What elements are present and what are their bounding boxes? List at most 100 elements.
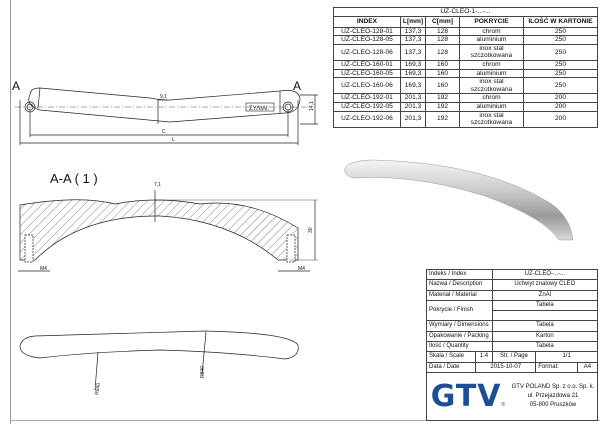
section-title: A-A ( 1 ) <box>50 171 98 186</box>
table-cell: inox stal szczotkowana <box>459 110 524 128</box>
company-city: 05-800 Pruszków <box>529 402 577 409</box>
table-cell: 201,3 <box>400 93 426 103</box>
table-cell: 160 <box>425 59 460 70</box>
table-cell: 250 <box>523 77 598 95</box>
table-cell: 250 <box>523 35 598 45</box>
table-cell: UZ-CLEO-192-01 <box>333 93 401 103</box>
table-cell: 137,3 <box>400 43 426 61</box>
table-cell: 192 <box>425 101 460 112</box>
table-cell: 250 <box>523 43 598 61</box>
scale-label: Skala / Scale <box>425 351 477 363</box>
company-street: ul. Przejazdowa 21 <box>527 392 579 399</box>
name-label: Nazwa / Description <box>426 279 493 291</box>
spec-table-title: UZ-CLEO-1-...-... <box>333 7 598 17</box>
table-cell: 250 <box>523 59 598 70</box>
table-cell: 192 <box>425 110 460 128</box>
gtv-logo: GTV <box>430 378 502 414</box>
company-name: GTV POLAND Sp. z o.o. Sp. k. <box>511 383 595 390</box>
table-cell: UZ-CLEO-160-06 <box>333 77 401 95</box>
table-cell: 201,3 <box>400 110 426 128</box>
format-value: A4 <box>576 361 599 373</box>
col-c: C[mm] <box>425 15 460 28</box>
table-cell: chrom <box>459 93 524 103</box>
table-cell: UZ-CLEO-160-01 <box>333 59 401 70</box>
index-label: Indeks / Index <box>426 268 493 281</box>
table-cell: aluminium <box>459 68 524 79</box>
col-finish: POKRYCIE <box>459 15 524 28</box>
table-cell: 250 <box>523 68 598 79</box>
thread-right: M4 <box>298 266 305 272</box>
dim-total-height: 30 <box>308 227 314 233</box>
radius-1: R840 <box>94 382 102 395</box>
material-label: Materiał / Material <box>426 289 493 301</box>
table-cell: 137,3 <box>400 35 426 45</box>
section-mark-right: A <box>293 79 301 93</box>
col-quantity: ILOŚĆ W KARTONIE <box>523 15 598 28</box>
table-cell: UZ-CLEO-128-01 <box>333 26 401 37</box>
scale-value: 1:4 <box>475 351 493 363</box>
handle-side-view: R840 R840 <box>19 330 299 395</box>
index-value: UZ-CLEO-...-... <box>491 268 599 281</box>
date-value: 2015-10-07 <box>475 361 537 373</box>
table-cell: inox stal szczotkowana <box>459 77 524 95</box>
quantity-label: Ilość / Quantity <box>426 341 493 353</box>
handle-top-view: ΣΥΛΙΑΙ A A 9,1 14,1 C L <box>12 79 318 145</box>
finish-label: Pokrycie / Finish <box>426 299 493 322</box>
table-cell: 160 <box>425 68 460 79</box>
packing-value: Karton <box>491 330 599 343</box>
col-index: INDEX <box>333 15 401 28</box>
page-label: Str. / Page <box>491 351 537 363</box>
dim-height: 14,1 <box>309 101 315 111</box>
svg-text:ΣΥΛΙΑΙ: ΣΥΛΙΑΙ <box>249 106 268 112</box>
handle-product-image <box>344 159 574 241</box>
table-cell: 200 <box>523 93 598 103</box>
table-cell: UZ-CLEO-128-06 <box>333 43 401 61</box>
table-cell: 128 <box>425 35 460 45</box>
table-cell: 169,3 <box>400 68 426 79</box>
radius-2: R840 <box>200 366 206 378</box>
table-cell: 160 <box>425 77 460 95</box>
date-label: Data / Date <box>425 361 477 373</box>
packing-label: Opakowanie / Packing <box>426 330 493 343</box>
table-cell: 128 <box>425 26 460 37</box>
table-cell: 201,3 <box>400 101 426 112</box>
name-value: Uchwyt znalowy CLEO <box>491 279 599 291</box>
material-value: ZnAl <box>491 289 599 301</box>
table-cell: UZ-CLEO-128-05 <box>333 35 401 45</box>
table-cell: aluminium <box>459 35 524 45</box>
table-cell: 128 <box>425 43 460 61</box>
table-cell: 250 <box>523 26 598 37</box>
table-cell: UZ-CLEO-192-06 <box>333 110 401 128</box>
page-value: 1/1 <box>535 351 598 363</box>
handle-section-view: A-A ( 1 ) 7,1 30 M4 M4 <box>18 171 318 272</box>
page-border <box>10 0 11 424</box>
dimensions-label: Wymiary / Dimensions <box>426 320 493 332</box>
table-cell: chrom <box>459 26 524 37</box>
dimensions-value: Tabela <box>491 320 599 332</box>
table-cell: 137,3 <box>400 26 426 37</box>
spec-table: UZ-CLEO-1-...-... INDEX L[mm] C[mm] POKR… <box>333 7 598 128</box>
format-label: Format: <box>535 361 578 373</box>
table-cell: UZ-CLEO-160-05 <box>333 68 401 79</box>
col-l: L[mm] <box>400 15 426 28</box>
table-cell: UZ-CLEO-192-05 <box>333 101 401 112</box>
dim-thickness: 9,1 <box>160 94 167 100</box>
table-cell: chrom <box>459 59 524 70</box>
dim-l: L <box>172 137 175 143</box>
table-cell: inox stal szczotkowana <box>459 43 524 61</box>
thread-left: M4 <box>40 266 47 272</box>
dim-top: 7,1 <box>154 182 161 188</box>
table-cell: 200 <box>523 110 598 128</box>
registered-icon: ® <box>501 401 506 408</box>
table-cell: 169,3 <box>400 59 426 70</box>
quantity-value: Tabela <box>491 341 599 353</box>
